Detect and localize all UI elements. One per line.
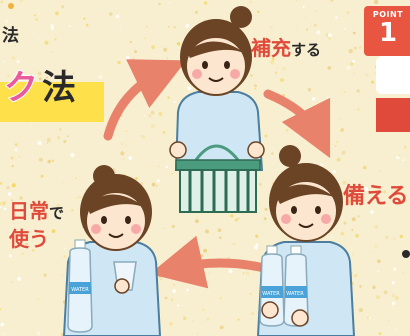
cropped-red-block xyxy=(376,98,410,132)
label-daily-use: 日常で 使う xyxy=(9,198,64,252)
label-prepare: 備える xyxy=(343,184,409,209)
cycle-arrow-icon xyxy=(103,59,331,289)
bottle-label: WATER xyxy=(71,287,89,293)
basket-icon xyxy=(175,144,261,213)
woman-bottles-icon xyxy=(256,145,356,336)
cropped-dot xyxy=(402,250,410,258)
label-refill-kana: する xyxy=(291,41,322,59)
woman-cup-icon xyxy=(62,165,162,336)
title-ho: 法 xyxy=(42,68,76,108)
method-title: ク法 xyxy=(3,67,76,109)
point-badge-word: POINT xyxy=(372,10,404,19)
bottle-label: WATER xyxy=(286,291,304,297)
bottle-label: WATER xyxy=(262,291,280,297)
label-use: 使う xyxy=(9,227,49,251)
bullet-dot xyxy=(8,3,14,9)
label-daily-kana: で xyxy=(49,204,65,222)
water-bottle-icon xyxy=(67,239,93,333)
point-badge xyxy=(364,6,410,56)
heading-fragment: 法 xyxy=(2,26,19,46)
cropped-panel xyxy=(376,56,410,94)
woman-basket-icon xyxy=(169,6,265,213)
title-ku: ク xyxy=(3,67,39,109)
label-refill: 補充する xyxy=(251,32,321,61)
label-daily-kanji: 日常 xyxy=(9,199,49,223)
point-badge-number: 1 xyxy=(378,18,398,48)
title-highlight xyxy=(0,82,104,122)
label-refill-kanji: 補充 xyxy=(251,36,291,60)
